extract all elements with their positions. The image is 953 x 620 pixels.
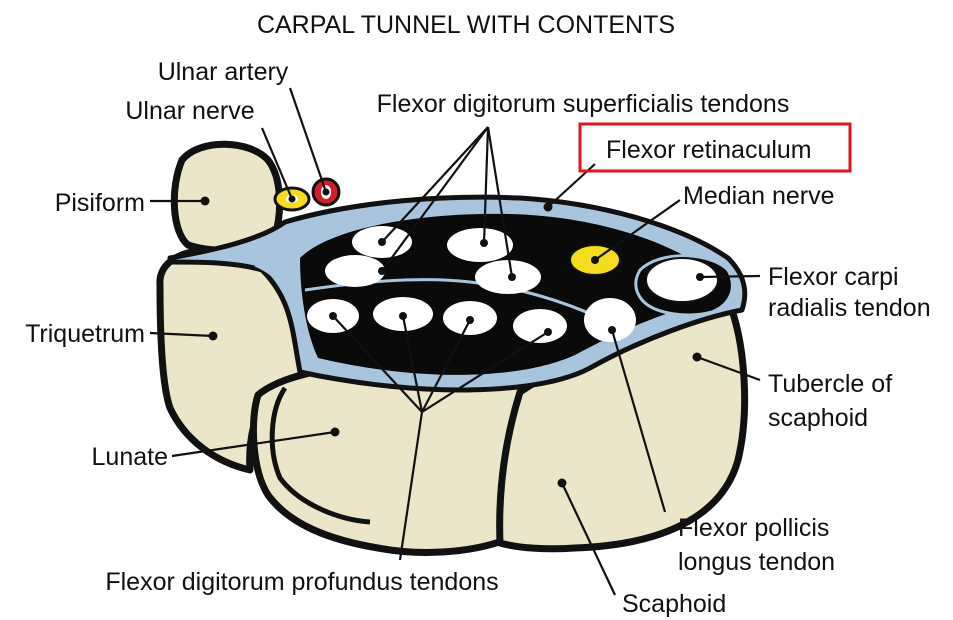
fds-tendon <box>447 228 513 262</box>
label-fds-tendons: Flexor digitorum superficialis tendons <box>377 90 790 118</box>
dot-fdp-1 <box>329 312 337 320</box>
dot-fdp-2 <box>399 312 407 320</box>
dot-fds-1 <box>378 238 386 246</box>
label-triquetrum: Triquetrum <box>25 320 145 348</box>
dot-median-nerve <box>591 256 599 264</box>
flexor-pollicis-longus-tendon <box>584 298 636 342</box>
label-lunate: Lunate <box>92 443 168 471</box>
leader-fcr <box>700 276 760 277</box>
dot-ulnar-artery <box>323 189 330 196</box>
flexor-carpi-radialis-tendon <box>646 258 718 302</box>
dot-fpl <box>608 326 616 334</box>
label-fpl-line2: longus tendon <box>678 548 835 576</box>
leader-ulnar-artery <box>290 88 326 192</box>
label-pisiform: Pisiform <box>55 189 145 217</box>
label-tubercle-line2: scaphoid <box>768 404 868 432</box>
label-fcr-line2: radialis tendon <box>768 294 931 322</box>
dot-lunate <box>331 428 340 437</box>
dot-pisiform <box>201 197 210 206</box>
fds-tendon <box>325 255 385 287</box>
label-median-nerve: Median nerve <box>683 182 834 210</box>
label-fpl-line1: Flexor pollicis <box>678 514 829 542</box>
dot-ulnar-nerve <box>289 196 296 203</box>
dot-fds-3 <box>480 239 488 247</box>
dot-fds-2 <box>378 267 386 275</box>
label-flexor-retinaculum: Flexor retinaculum <box>606 136 812 164</box>
dot-triquetrum <box>209 332 218 341</box>
dot-retinaculum <box>544 203 553 212</box>
label-fcr-line1: Flexor carpi <box>768 263 899 291</box>
dot-fds-4 <box>508 273 516 281</box>
label-scaphoid: Scaphoid <box>622 590 726 618</box>
dot-tubercle <box>693 353 702 362</box>
label-fdp-tendons: Flexor digitorum profundus tendons <box>105 568 498 596</box>
dot-fdp-3 <box>466 316 474 324</box>
label-tubercle-line1: Tubercle of <box>768 370 892 398</box>
label-ulnar-artery: Ulnar artery <box>158 58 289 86</box>
label-ulnar-nerve: Ulnar nerve <box>125 97 254 125</box>
dot-fcr <box>696 273 704 281</box>
dot-scaphoid <box>558 479 567 488</box>
dot-fdp-4 <box>544 328 552 336</box>
diagram-title: CARPAL TUNNEL WITH CONTENTS <box>257 11 675 39</box>
